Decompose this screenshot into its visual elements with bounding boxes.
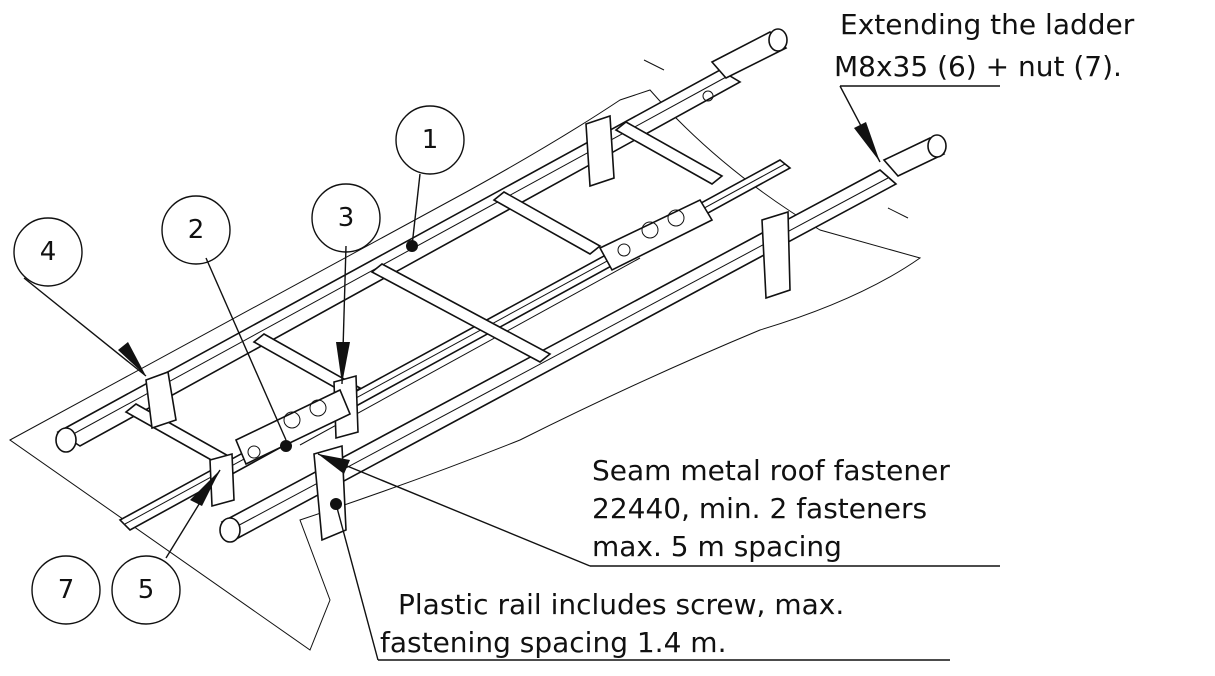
seam-callout-line1: Seam metal roof fastener	[592, 454, 950, 487]
balloon-3-label: 3	[338, 203, 355, 233]
balloon-2: 2	[161, 195, 231, 265]
seam-fastener-rear	[598, 198, 714, 272]
balloon-4-label: 4	[40, 237, 57, 267]
extension-tube-upper	[710, 28, 788, 79]
extend-callout-line1: Extending the ladder	[840, 8, 1135, 41]
plastic-callout-line2: fastening spacing 1.4 m.	[380, 626, 726, 659]
marker-dot-1	[406, 240, 418, 252]
marker-dot-2	[280, 440, 292, 452]
seam-callout-line2: 22440, min. 2 fasteners	[592, 492, 927, 525]
marker-dot-plastic	[330, 498, 342, 510]
balloon-5: 5	[111, 555, 181, 625]
balloon-3: 3	[311, 183, 381, 253]
balloon-4: 4	[13, 217, 83, 287]
extend-callout-line2: M8x35 (6) + nut (7).	[834, 50, 1122, 83]
seam-callout-line3: max. 5 m spacing	[592, 530, 842, 563]
roof-sheet	[9, 89, 922, 651]
balloon-7: 7	[31, 555, 101, 625]
extension-tube-lower	[882, 134, 947, 177]
ladder-rail-upper	[55, 69, 742, 453]
balloon-1-label: 1	[422, 125, 439, 155]
bolt-and-nut-parts	[643, 59, 909, 219]
balloon-7-label: 7	[58, 575, 75, 605]
balloon-2-label: 2	[188, 215, 205, 245]
seam-fastener-front	[234, 388, 352, 466]
balloon-1: 1	[395, 105, 465, 175]
plastic-callout-line1: Plastic rail includes screw, max.	[398, 588, 844, 621]
leader-lines	[23, 85, 1000, 661]
balloon-5-label: 5	[138, 575, 155, 605]
